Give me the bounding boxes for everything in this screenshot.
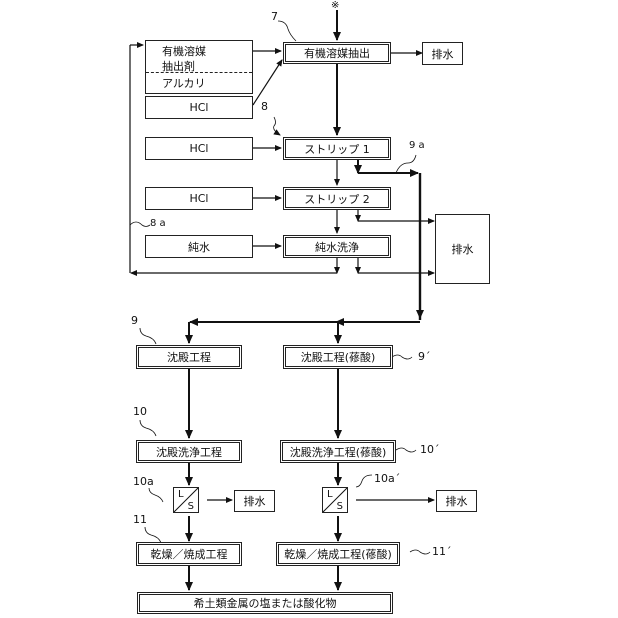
diagonal-icon <box>323 488 347 512</box>
precip-wash-label: 沈殿洗浄工程 <box>156 445 222 459</box>
drain-top: 排水 <box>422 42 463 65</box>
precip-step: 沈殿工程 <box>136 345 242 369</box>
pure-water-box: 純水 <box>145 235 253 258</box>
dry-oxalic-label: 乾燥／焼成工程(蓚酸) <box>284 548 392 561</box>
leader-9 <box>139 327 157 345</box>
extractant-label: 抽出剤 <box>162 60 195 73</box>
ref-10: 10 <box>133 405 147 418</box>
leader-10p <box>395 447 417 453</box>
leader-7 <box>277 20 297 42</box>
feed-mark: ※ <box>331 0 340 11</box>
ref-9a: 9 a <box>409 140 425 151</box>
product-label: 希土類金属の塩または酸化物 <box>193 597 337 610</box>
ls-separator-left: L S <box>173 487 199 513</box>
precip-wash-oxalic-label: 沈殿洗浄工程(蓚酸) <box>289 445 387 459</box>
strip1-step: ストリップ 1 <box>283 137 391 160</box>
product-box: 希土類金属の塩または酸化物 <box>137 592 393 614</box>
leader-9p <box>391 354 413 360</box>
leader-10ap <box>355 474 373 488</box>
ref-10a-prime: 10a´ <box>374 472 401 485</box>
extraction-step: 有機溶媒抽出 <box>283 42 391 64</box>
leader-9a <box>395 154 417 174</box>
wash-step: 純水洗浄 <box>283 235 391 258</box>
leader-11 <box>144 526 162 544</box>
precip-wash-oxalic-step: 沈殿洗浄工程(蓚酸) <box>280 440 396 463</box>
dashed-divider <box>146 72 252 73</box>
hcl-label: HCl <box>189 192 209 205</box>
ref-9-prime: 9´ <box>418 350 431 363</box>
solid-label: S <box>187 501 194 512</box>
pure-water-label: 純水 <box>188 240 210 254</box>
leader-10 <box>139 419 157 437</box>
precip-label: 沈殿工程 <box>167 351 211 364</box>
dry-label: 乾燥／焼成工程 <box>150 548 228 561</box>
drain-label: 排水 <box>445 495 468 508</box>
strip2-label: ストリップ 2 <box>304 192 370 206</box>
ref-10a: 10a <box>133 475 154 488</box>
drain-side: 排水 <box>435 214 490 284</box>
liquid-label: L <box>178 489 184 500</box>
hcl1-to-extraction <box>252 59 283 106</box>
leader-10a <box>148 487 164 503</box>
leader-8a <box>129 221 151 227</box>
organic-solvent-label: 有機溶媒 <box>162 45 206 58</box>
ref-11-prime: 11´ <box>432 545 452 558</box>
extraction-label: 有機溶媒抽出 <box>304 47 370 60</box>
hcl-box-3: HCl <box>145 187 253 210</box>
ref-7: 7 <box>271 10 278 23</box>
organic-solvent-box: 有機溶媒 抽出剤 アルカリ <box>145 40 253 94</box>
ls-separator-right: L S <box>322 487 348 513</box>
liquid-label: L <box>327 489 333 500</box>
solid-label: S <box>336 501 343 512</box>
drain-label: 排水 <box>243 495 266 508</box>
diagonal-icon <box>174 488 198 512</box>
precip-oxalic-step: 沈殿工程(蓚酸) <box>283 345 393 369</box>
precip-oxalic-label: 沈殿工程(蓚酸) <box>300 351 376 364</box>
ref-11: 11 <box>133 513 147 526</box>
leader-8 <box>273 116 281 136</box>
drain-left: 排水 <box>234 490 275 512</box>
hcl-box-1: HCl <box>145 96 253 119</box>
ref-9: 9 <box>131 314 138 327</box>
wash-label: 純水洗浄 <box>315 240 359 254</box>
strip1-label: ストリップ 1 <box>304 142 370 156</box>
drain-label: 排水 <box>431 47 454 61</box>
hcl-box-2: HCl <box>145 137 253 160</box>
drain-right: 排水 <box>436 490 477 512</box>
dry-step: 乾燥／焼成工程 <box>136 542 242 566</box>
leader-11p <box>409 549 431 555</box>
hcl-label: HCl <box>189 101 209 114</box>
ref-8: 8 <box>261 100 268 113</box>
strip2-step: ストリップ 2 <box>283 187 391 210</box>
dry-oxalic-step: 乾燥／焼成工程(蓚酸) <box>276 542 400 566</box>
ref-10-prime: 10´ <box>420 443 440 456</box>
precip-wash-step: 沈殿洗浄工程 <box>136 440 242 463</box>
hcl-label: HCl <box>189 142 209 155</box>
drain-label: 排水 <box>451 243 474 256</box>
alkali-label: アルカリ <box>162 77 206 90</box>
ref-8a: 8 a <box>150 218 166 229</box>
